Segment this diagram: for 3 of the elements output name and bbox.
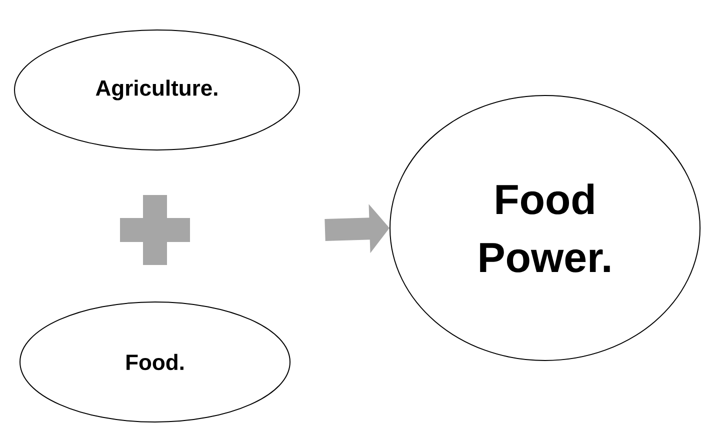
ellipse-node: Food. bbox=[20, 302, 290, 422]
ellipse-node: Agriculture. bbox=[14, 30, 300, 150]
ellipse-node: Food Power. bbox=[390, 95, 700, 361]
